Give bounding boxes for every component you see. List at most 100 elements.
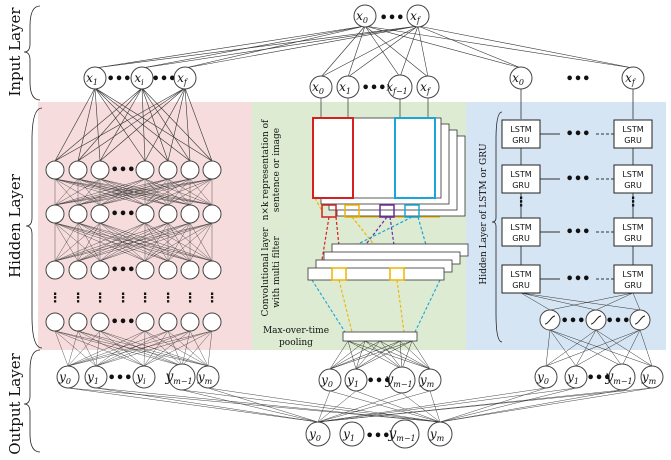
edge bbox=[54, 222, 79, 262]
dnn-hidden-node bbox=[158, 312, 178, 332]
edge bbox=[401, 392, 441, 423]
edge bbox=[54, 330, 69, 367]
edge bbox=[355, 340, 366, 370]
edge bbox=[549, 329, 653, 367]
cnn-input-xf-label: xf bbox=[420, 80, 432, 96]
edge bbox=[54, 87, 143, 162]
edge bbox=[54, 87, 96, 162]
rnn-output-y0 bbox=[534, 365, 558, 389]
dnn-hidden-node bbox=[90, 204, 110, 224]
edge bbox=[189, 330, 209, 367]
edge bbox=[141, 87, 146, 162]
edge bbox=[143, 330, 146, 367]
edge bbox=[429, 390, 441, 423]
cnn-conv-label-1: Convolutional layer bbox=[261, 227, 271, 317]
edge bbox=[317, 387, 577, 423]
lstm-cell-label: LSTM bbox=[622, 125, 643, 134]
input-xf-top bbox=[406, 4, 430, 28]
lstm-cell-label: LSTM bbox=[510, 170, 531, 179]
lstm-gru-cell bbox=[613, 164, 653, 194]
filter-kernel bbox=[404, 204, 420, 218]
dnn-row-ellipsis: ••• bbox=[111, 263, 136, 278]
ellipsis: ••• bbox=[362, 81, 387, 96]
edge bbox=[595, 329, 623, 367]
lstm-gru-cell bbox=[501, 164, 541, 194]
edge bbox=[141, 87, 213, 162]
dnn-vertical-ellipsis: ⋮ bbox=[117, 291, 130, 306]
edge bbox=[338, 279, 353, 333]
edge bbox=[184, 87, 191, 162]
edge bbox=[364, 25, 634, 69]
ellipsis: ••• bbox=[108, 371, 133, 386]
edge bbox=[545, 329, 641, 367]
dnn-input-xi-label: xi bbox=[134, 71, 144, 87]
input-top-ellipsis: ••• bbox=[380, 11, 405, 26]
edge bbox=[99, 330, 209, 367]
lstm-cell-label: LSTM bbox=[622, 170, 643, 179]
edge bbox=[399, 25, 419, 78]
edge bbox=[54, 330, 97, 367]
edge bbox=[141, 25, 366, 69]
dnn-vertical-ellipsis: ⋮ bbox=[94, 291, 107, 306]
lstm-gru-cell bbox=[613, 217, 653, 247]
edge bbox=[144, 178, 191, 206]
rnn-input-x0 bbox=[509, 66, 533, 90]
input-bracket bbox=[23, 5, 41, 101]
edge bbox=[167, 178, 213, 206]
output-bracket bbox=[23, 349, 41, 453]
dnn-hidden-node bbox=[202, 204, 222, 224]
yellow-feature-cell bbox=[389, 267, 405, 281]
edge bbox=[355, 340, 413, 370]
edge bbox=[77, 330, 183, 367]
dnn-hidden-node bbox=[135, 312, 155, 332]
cnn-input-xf1 bbox=[387, 74, 413, 100]
dnn-vertical-ellipsis: ⋮ bbox=[184, 291, 197, 306]
edge bbox=[379, 340, 431, 370]
gru-cell-label: GRU bbox=[512, 281, 530, 290]
dnn-hidden-node bbox=[135, 160, 155, 180]
rnn-vertical-ellipsis: ⋮ bbox=[515, 195, 528, 210]
filter-kernel bbox=[321, 204, 337, 218]
edge bbox=[77, 87, 186, 162]
lstm-cell-label: LSTM bbox=[510, 270, 531, 279]
edge bbox=[632, 292, 641, 311]
gru-cell-label: GRU bbox=[512, 181, 530, 190]
edge bbox=[207, 330, 213, 367]
dnn-hidden-node bbox=[68, 260, 88, 280]
edge bbox=[77, 330, 145, 367]
edge bbox=[144, 330, 209, 367]
dnn-hidden-node bbox=[180, 160, 200, 180]
edge bbox=[67, 330, 101, 367]
edge bbox=[144, 222, 213, 262]
input-x0-top bbox=[353, 4, 377, 28]
dnn-hidden-node bbox=[158, 204, 178, 224]
edge bbox=[54, 330, 183, 367]
cnn-conv-label-2: with multi filter bbox=[272, 236, 282, 308]
edge bbox=[184, 25, 366, 69]
cnn-representation-label-2: sentence or image bbox=[272, 128, 282, 212]
edge bbox=[329, 340, 366, 370]
edge bbox=[520, 292, 641, 311]
dnn-vertical-ellipsis: ⋮ bbox=[139, 291, 152, 306]
cnn-representation-label-1: n×k representation of bbox=[261, 119, 271, 220]
edge bbox=[317, 390, 357, 423]
lstm-gru-cell bbox=[613, 119, 653, 149]
edge bbox=[77, 178, 213, 206]
edge bbox=[184, 25, 419, 69]
cnn-input-x1-label: x1 bbox=[339, 80, 351, 96]
dnn-hidden-node bbox=[180, 204, 200, 224]
edge bbox=[317, 392, 403, 423]
dnn-hidden-node bbox=[90, 160, 110, 180]
edge bbox=[181, 389, 441, 423]
input-xf-top-label: xf bbox=[410, 9, 422, 25]
cnn-input-x1 bbox=[336, 75, 360, 99]
edge bbox=[95, 387, 319, 423]
edge bbox=[355, 340, 401, 370]
dnn-output-yi-label: yi bbox=[135, 370, 146, 386]
edge bbox=[143, 330, 213, 367]
gru-cell-label: GRU bbox=[512, 234, 530, 243]
edge bbox=[355, 390, 441, 423]
edge bbox=[545, 329, 597, 367]
